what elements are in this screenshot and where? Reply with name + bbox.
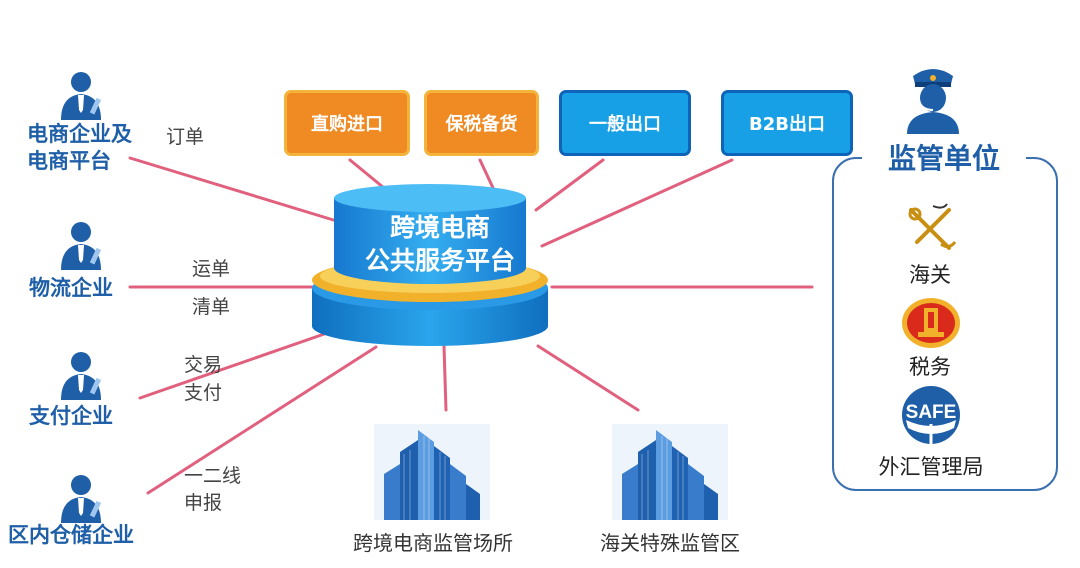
- business-person-icon: [61, 352, 102, 400]
- connector-ecommerce: [128, 156, 342, 224]
- connector-payment: [138, 330, 332, 400]
- platform-title-line1: 跨境电商: [389, 213, 490, 242]
- mode-general-export: 一般出口: [559, 90, 691, 156]
- regulator-customs: 海关: [909, 263, 951, 287]
- actor-payment: 支付企业: [29, 404, 113, 428]
- connector-b2b-export: [540, 158, 734, 248]
- connector-direct-import: [348, 158, 386, 190]
- customs-emblem-icon: [908, 203, 957, 250]
- regulators-title: 监管单位: [862, 140, 1026, 178]
- edge-label-payment: 支付: [184, 382, 223, 404]
- regulator-tax: 税务: [909, 355, 951, 379]
- edge-label-manifest: 清单: [192, 296, 231, 318]
- safe-logo-text: SAFE: [906, 402, 957, 423]
- site-supervision-label: 跨境电商监管场所: [353, 531, 513, 555]
- business-person-icon: [61, 475, 102, 523]
- actor-warehouse: 区内仓储企业: [8, 523, 134, 547]
- building-icon: [612, 424, 728, 520]
- officer-icon: [907, 69, 959, 134]
- edge-label-declaration-line2: 申报: [184, 492, 223, 514]
- tax-emblem-icon: [902, 298, 960, 348]
- connector-general-export: [534, 158, 605, 212]
- platform-cylinder: [312, 184, 548, 346]
- safe-logo-icon: SAFE: [902, 386, 960, 444]
- mode-direct-import: 直购进口: [284, 90, 410, 156]
- edge-label-waybill: 运单: [192, 258, 231, 280]
- actor-ecommerce-line2: 电商平台: [27, 149, 111, 173]
- actor-ecommerce-line1: 电商企业及: [27, 122, 132, 146]
- connector-warehouse: [146, 345, 378, 495]
- business-person-icon: [61, 222, 102, 270]
- connector-special-zone: [536, 344, 640, 412]
- edge-label-transaction: 交易: [184, 354, 223, 376]
- edge-label-declaration-line1: 一二线: [184, 465, 242, 487]
- mode-bonded-stock: 保税备货: [424, 90, 539, 156]
- edge-label-order: 订单: [166, 126, 205, 148]
- connector-bonded: [478, 158, 496, 192]
- regulator-safe: 外汇管理局: [878, 455, 984, 479]
- site-special-zone-label: 海关特殊监管区: [600, 531, 740, 555]
- connector-supervision-site: [442, 344, 448, 412]
- business-person-icon: [61, 72, 102, 120]
- mode-b2b-export: B2B出口: [721, 90, 853, 156]
- actor-logistics: 物流企业: [29, 276, 113, 300]
- building-icon: [374, 424, 490, 520]
- platform-title-line2: 公共服务平台: [364, 246, 515, 275]
